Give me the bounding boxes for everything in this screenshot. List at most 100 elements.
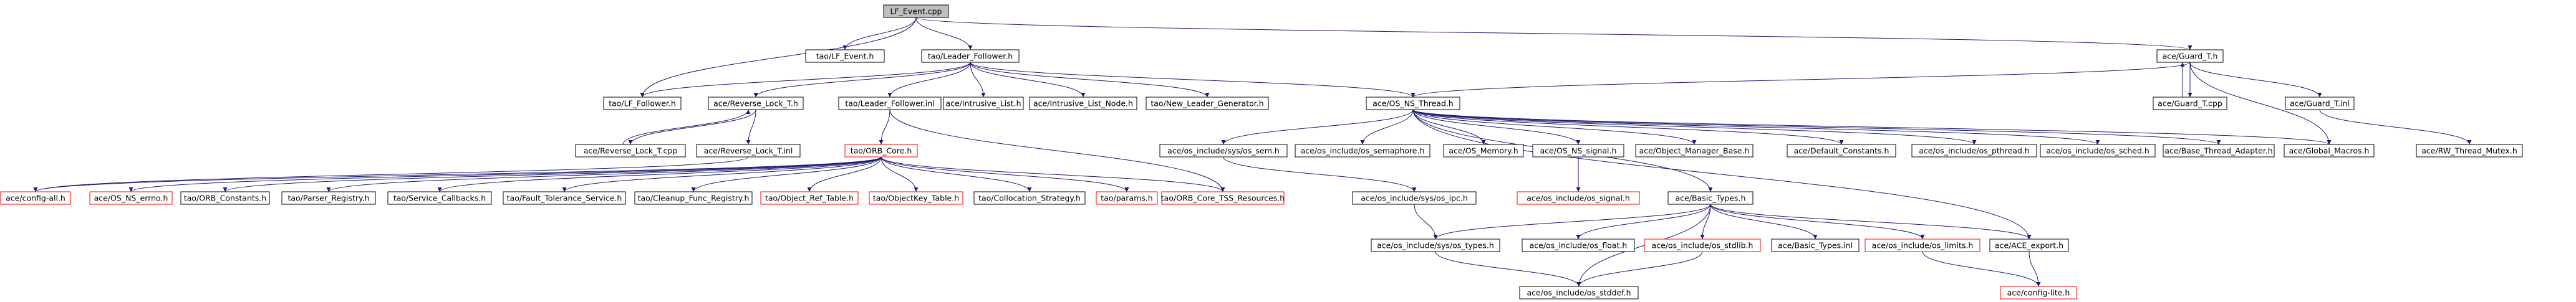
node-label: ace/os_include/sys/os_types.h (1377, 241, 1494, 250)
node-label: tao/Collocation_Strategy.h (978, 194, 1081, 203)
file-node-os-sys-sem-h[interactable]: ace/os_include/sys/os_sem.h (1159, 144, 1288, 158)
dependency-edge (807, 156, 882, 192)
node-label: ace/os_include/os_sched.h (2046, 146, 2149, 156)
file-node-base-thread-adapter-h[interactable]: ace/Base_Thread_Adapter.h (2163, 144, 2275, 158)
node-label: ace/Object_Manager_Base.h (1639, 146, 1750, 156)
file-node-reverse-lock-t-cpp[interactable]: ace/Reverse_Lock_T.cpp (575, 144, 686, 158)
node-box (844, 144, 918, 158)
file-node-os-ns-signal-h[interactable]: ace/OS_NS_signal.h (1532, 144, 1624, 158)
file-node-ace-export-h[interactable]: ace/ACE_export.h (1989, 238, 2069, 252)
file-node-objectkey-table-h[interactable]: tao/ObjectKey_Table.h (869, 191, 963, 205)
dependency-edge (1412, 109, 2221, 145)
node-label: tao/New_Leader_Generator.h (1151, 99, 1263, 108)
file-node-os-stdlib-h[interactable]: ace/os_include/os_stdlib.h (1644, 238, 1761, 252)
node-label: tao/params.h (1101, 194, 1152, 203)
file-node-guard-t-inl[interactable]: ace/Guard_T.inl (2285, 97, 2355, 110)
file-node-os-float-h[interactable]: ace/os_include/os_float.h (1522, 238, 1635, 252)
node-box (1371, 238, 1500, 252)
node-box (2285, 97, 2355, 110)
dependency-edge (1412, 109, 2100, 145)
node-label: ace/Global_Macros.h (2289, 146, 2370, 156)
dependency-edge (33, 156, 749, 192)
dependency-edge (622, 109, 751, 145)
file-node-parser-registry-h[interactable]: tao/Parser_Registry.h (281, 191, 376, 205)
file-node-default-constants-h[interactable]: ace/Default_Constants.h (1787, 144, 1896, 158)
dependency-edge (691, 156, 882, 192)
dependency-edge (1576, 204, 1711, 240)
file-node-config-all-h[interactable]: ace/config-all.h (0, 191, 71, 205)
dependency-edge (879, 109, 890, 145)
file-node-os-limits-h[interactable]: ace/os_include/os_limits.h (1864, 238, 1980, 252)
dependency-edge (970, 62, 1416, 98)
file-node-guard-t-cpp[interactable]: ace/Guard_T.cpp (2153, 97, 2227, 110)
file-node-os-semaphore-h[interactable]: ace/os_include/os_semaphore.h (1295, 144, 1430, 158)
file-node-config-lite-h[interactable]: ace/config-lite.h (2000, 286, 2077, 300)
file-node-lf-event-h[interactable]: tao/LF_Event.h (805, 49, 885, 63)
dependency-edge (1710, 204, 1818, 240)
file-node-os-sys-ipc-h[interactable]: ace/os_include/sys/os_ipc.h (1352, 191, 1477, 205)
file-node-orb-constants-h[interactable]: tao/ORB_Constants.h (180, 191, 270, 205)
file-node-new-leader-generator-h[interactable]: tao/New_Leader_Generator.h (1146, 97, 1269, 110)
node-label: ace/config-all.h (6, 194, 65, 203)
node-box (1519, 286, 1639, 300)
file-node-os-stddef-h[interactable]: ace/os_include/os_stddef.h (1519, 286, 1639, 300)
dependency-edge (1411, 62, 2191, 98)
dependency-edge (1414, 204, 1438, 240)
node-label: ace/Default_Constants.h (1794, 146, 1889, 156)
node-label: ace/Reverse_Lock_T.h (713, 99, 798, 108)
file-node-os-ns-errno-h[interactable]: ace/OS_NS_errno.h (89, 191, 173, 205)
file-node-intrusive-list-h[interactable]: ace/Intrusive_List.h (943, 97, 1024, 110)
node-box (1443, 144, 1524, 158)
node-label: tao/Leader_Follower.h (928, 52, 1013, 61)
file-node-os-signal-h[interactable]: ace/os_include/os_signal.h (1517, 191, 1640, 205)
file-node-object-manager-base-h[interactable]: ace/Object_Manager_Base.h (1635, 144, 1754, 158)
file-node-leader-follower-inl[interactable]: tao/Leader_Follower.inl (838, 97, 942, 110)
file-node-params-h[interactable]: tao/params.h (1096, 191, 1158, 205)
file-node-basic-types-h[interactable]: ace/Basic_Types.h (1667, 191, 1754, 205)
file-node-reverse-lock-t-inl[interactable]: ace/Reverse_Lock_T.inl (696, 144, 801, 158)
file-node-service-callbacks-h[interactable]: tao/Service_Callbacks.h (387, 191, 492, 205)
dependency-edge (970, 62, 1086, 98)
file-node-global-macros-h[interactable]: ace/Global_Macros.h (2284, 144, 2375, 158)
file-node-basic-types-inl[interactable]: ace/Basic_Types.inl (1771, 238, 1860, 252)
file-node-reverse-lock-t-h[interactable]: ace/Reverse_Lock_T.h (708, 97, 804, 110)
node-box (575, 144, 686, 158)
file-node-collocation-strategy-h[interactable]: tao/Collocation_Strategy.h (973, 191, 1086, 205)
dependency-edge (880, 156, 1225, 192)
dependency-edge (880, 156, 1032, 192)
node-box (1911, 144, 2037, 158)
file-node-fault-tolerance-service-h[interactable]: tao/Fault_Tolerance_Service.h (503, 191, 626, 205)
node-label: tao/LF_Event.h (816, 52, 874, 61)
node-label: tao/Service_Callbacks.h (393, 194, 486, 203)
file-node-object-ref-table-h[interactable]: tao/Object_Ref_Table.h (760, 191, 859, 205)
node-box (387, 191, 492, 205)
file-node-lf-follower-h[interactable]: tao/LF_Follower.h (603, 97, 682, 110)
node-label: ace/RW_Thread_Mutex.h (2421, 146, 2517, 156)
node-box (943, 97, 1024, 110)
dependency-edge (970, 62, 1210, 98)
file-node-leader-follower-h[interactable]: tao/Leader_Follower.h (921, 49, 1020, 63)
file-node-orb-core-h[interactable]: tao/ORB_Core.h (844, 144, 918, 158)
file-node-os-ns-thread-h[interactable]: ace/OS_NS_Thread.h (1366, 97, 1460, 110)
file-node-os-pthread-h[interactable]: ace/os_include/os_pthread.h (1911, 144, 2037, 158)
node-label: ace/os_include/sys/os_ipc.h (1361, 194, 1468, 203)
dependency-edge (1223, 156, 1417, 192)
file-node-os-memory-h[interactable]: ace/OS_Memory.h (1443, 144, 1524, 158)
file-node-os-sys-types-h[interactable]: ace/os_include/sys/os_types.h (1371, 238, 1500, 252)
file-node-rw-thread-mutex-h[interactable]: ace/RW_Thread_Mutex.h (2416, 144, 2523, 158)
node-label: ace/Guard_T.cpp (2158, 99, 2222, 108)
node-label: ace/Reverse_Lock_T.inl (704, 146, 793, 156)
file-node-guard-t-h[interactable]: ace/Guard_T.h (2156, 49, 2224, 63)
file-node-cleanup-func-registry-h[interactable]: tao/Cleanup_Func_Registry.h (634, 191, 753, 205)
node-box (2284, 144, 2375, 158)
file-node-os-sched-h[interactable]: ace/os_include/os_sched.h (2040, 144, 2156, 158)
dependency-edge (1412, 109, 2032, 240)
node-label: tao/ObjectKey_Table.h (873, 194, 959, 203)
node-box (1517, 191, 1640, 205)
node-box (1635, 144, 1754, 158)
node-box (1644, 238, 1761, 252)
file-node-orb-core-tss-resources-h[interactable]: tao/ORB_Core_TSS_Resources.h (1161, 191, 1285, 205)
file-node-intrusive-list-node-h[interactable]: ace/Intrusive_List_Node.h (1029, 97, 1137, 110)
node-label: tao/Leader_Follower.inl (845, 99, 934, 108)
